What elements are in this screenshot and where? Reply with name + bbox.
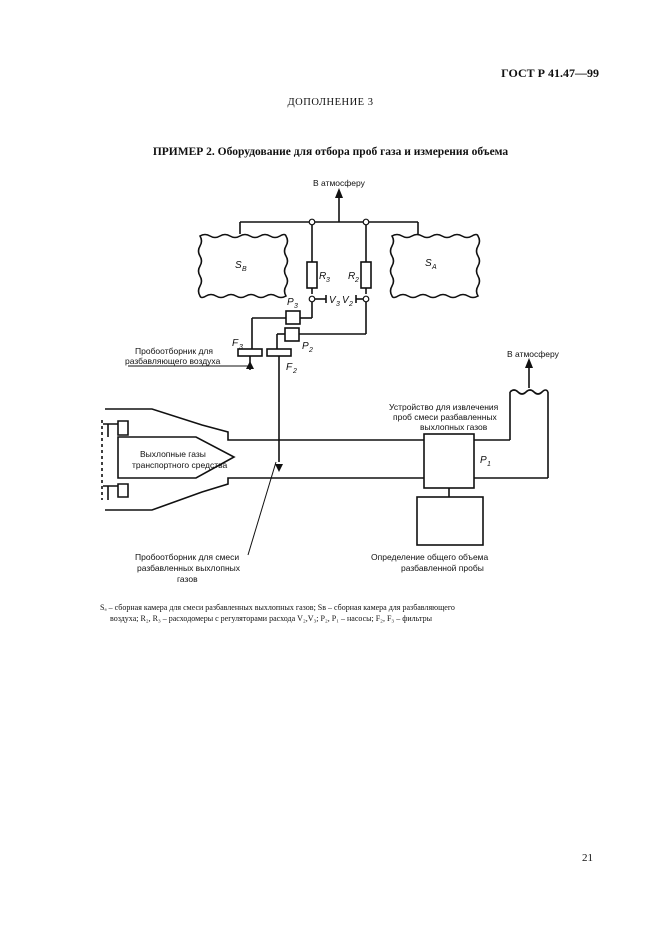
exhaust-nozzle — [117, 436, 236, 479]
bag-sb-label: S — [235, 260, 242, 271]
arrow-up-top — [335, 188, 343, 198]
to-atmosphere-right-label: В атмосферу — [507, 349, 560, 359]
probe-air-line2: разбавляющего воздуха — [125, 356, 221, 366]
v2-label: V — [342, 295, 350, 306]
probe-mix-line2: разбавленных выхлопных — [137, 563, 241, 573]
legend-line-1: Sₐ – сборная камера для смеси разбавленн… — [100, 603, 455, 612]
r2-label: R — [348, 271, 355, 282]
filter-f2 — [266, 348, 292, 357]
extract-line1: Устройство для извлечения — [389, 402, 499, 412]
standard-number: ГОСТ Р 41.47—99 — [501, 66, 599, 80]
volume-line2: разбавленной пробы — [401, 563, 484, 573]
page-number: 21 — [582, 852, 593, 864]
arrow-up-right — [525, 358, 533, 368]
svg-text:3: 3 — [336, 301, 340, 308]
p3-label: P — [287, 297, 294, 308]
probe-mix-line1: Пробоотборник для смеси — [135, 552, 239, 562]
svg-text:3: 3 — [239, 344, 243, 351]
exhaust-line2: транспортного средства — [132, 460, 228, 470]
svg-text:2: 2 — [308, 347, 313, 354]
extract-line2: проб смеси разбавленных — [393, 412, 498, 422]
v3-label: V — [329, 295, 337, 306]
probe-mix-line3: газов — [177, 574, 198, 584]
exhaust-line1: Выхлопные газы — [140, 449, 206, 459]
volume-line1: Определение общего объема — [371, 552, 489, 562]
bag-sa-label: S — [425, 258, 432, 269]
r3-label: R — [319, 271, 326, 282]
sampling-diagram: В атмосферу В атмосферу S B S A R 3 R 2 … — [101, 178, 560, 584]
volume-meter — [416, 496, 484, 546]
svg-text:3: 3 — [294, 303, 298, 310]
to-atmosphere-top-label: В атмосферу — [313, 178, 366, 188]
pump-p1 — [423, 433, 475, 489]
pump-p2 — [284, 327, 300, 342]
f2-label: F — [286, 362, 293, 373]
pump-p3 — [285, 310, 301, 325]
svg-text:2: 2 — [354, 277, 359, 284]
bag-sb — [197, 233, 289, 299]
supplement-heading: ДОПОЛНЕНИЕ 3 — [287, 97, 374, 108]
figure-legend: Sₐ – сборная камера для смеси разбавленн… — [100, 602, 580, 624]
f3-label: F — [232, 338, 239, 349]
flowmeter-r2 — [360, 261, 372, 289]
flowmeter-r3 — [306, 261, 318, 289]
svg-text:B: B — [242, 266, 247, 273]
svg-text:A: A — [431, 264, 437, 271]
legend-line-2: воздуха; R₂, R₃ – расходомеры с регулято… — [110, 614, 432, 623]
svg-text:1: 1 — [487, 461, 491, 468]
p2-label: P — [302, 341, 309, 352]
probe-air-line1: Пробоотборник для — [135, 346, 213, 356]
p1-label: P — [480, 455, 487, 466]
svg-text:2: 2 — [292, 368, 297, 375]
extract-line3: выхлопных газов — [420, 422, 488, 432]
figure-title: ПРИМЕР 2. Оборудование для отбора проб г… — [152, 146, 509, 158]
bag-sa — [389, 233, 481, 299]
svg-text:2: 2 — [348, 301, 353, 308]
svg-text:3: 3 — [326, 277, 330, 284]
